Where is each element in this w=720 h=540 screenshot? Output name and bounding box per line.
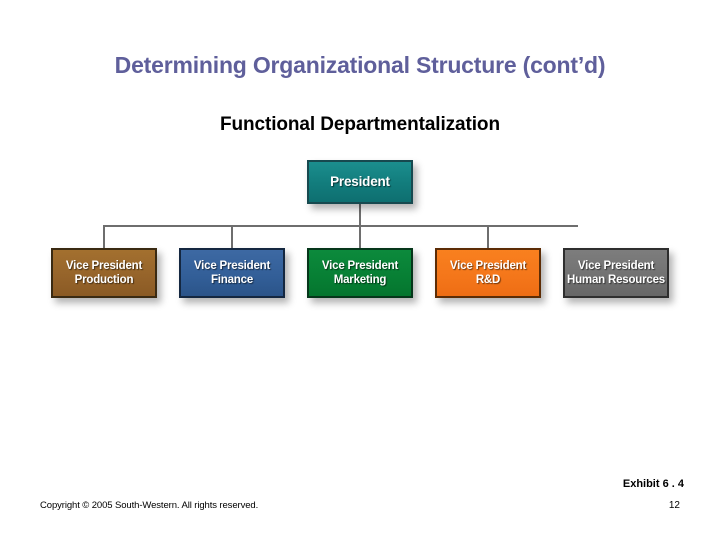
- org-node-vp-marketing-line2: Marketing: [333, 274, 387, 286]
- org-node-vp-human-resources: Vice President Human Resources: [563, 248, 669, 298]
- org-node-president: President: [307, 160, 413, 204]
- connector-horizontal-bar: [103, 225, 578, 227]
- org-node-vp-rd: Vice President R&D: [435, 248, 541, 298]
- chart-subtitle: Functional Departmentalization: [220, 114, 500, 135]
- org-node-vp-production: Vice President Production: [51, 248, 157, 298]
- page-title: Determining Organizational Structure (co…: [114, 52, 606, 78]
- org-node-vp-production-line1: Vice President: [65, 260, 143, 272]
- connector-drop-marketing: [359, 226, 361, 248]
- org-node-vp-finance-line2: Finance: [210, 274, 254, 286]
- org-node-vp-marketing: Vice President Marketing: [307, 248, 413, 298]
- org-node-vp-production-line2: Production: [74, 274, 134, 286]
- copyright-notice: Copyright © 2005 South-Western. All righ…: [40, 500, 259, 511]
- org-chart: President Vice President Production Vice…: [0, 150, 720, 330]
- connector-drop-finance: [231, 226, 233, 248]
- org-node-vp-rd-line1: Vice President: [449, 260, 527, 272]
- org-node-vp-rd-line2: R&D: [475, 274, 501, 286]
- org-node-vp-finance: Vice President Finance: [179, 248, 285, 298]
- connector-drop-rd: [487, 226, 489, 248]
- org-node-vp-human-resources-line2: Human Resources: [567, 274, 665, 286]
- org-node-vp-marketing-line1: Vice President: [321, 260, 399, 272]
- connector-president-stem: [359, 204, 361, 226]
- org-node-vp-human-resources-line1: Vice President: [577, 260, 655, 272]
- connector-drop-production: [103, 226, 105, 248]
- page-number: 12: [668, 500, 680, 511]
- exhibit-label: Exhibit 6 . 4: [622, 478, 684, 490]
- org-node-president-label: President: [330, 174, 390, 189]
- org-node-vp-finance-line1: Vice President: [193, 260, 271, 272]
